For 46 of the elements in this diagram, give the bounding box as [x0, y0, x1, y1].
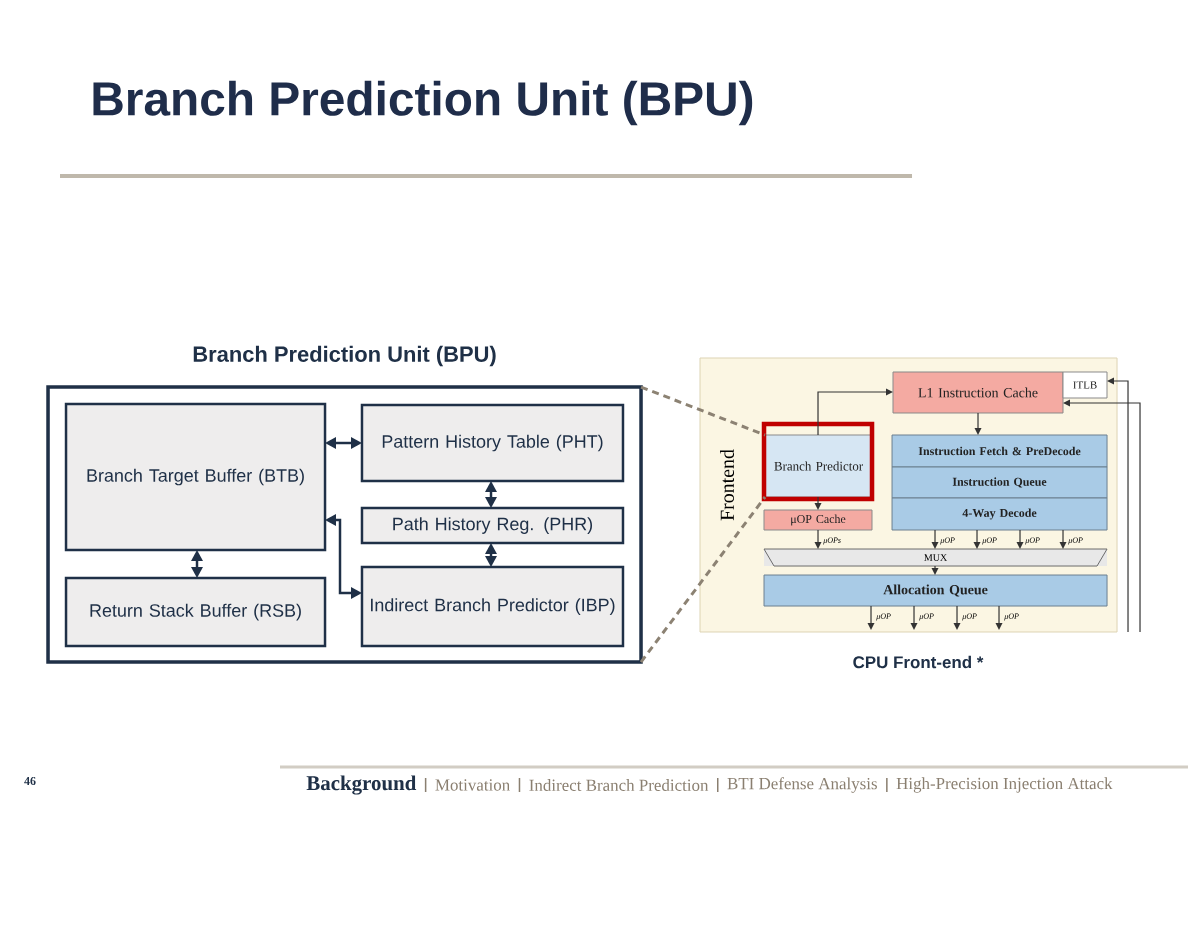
block-box: Return Stack Buffer (RSB) [64, 576, 327, 648]
arrow [931, 565, 939, 576]
block-box: Path History Reg. (PHR) [360, 506, 625, 545]
block-box: Pattern History Table (PHT) [360, 403, 625, 483]
arrow [910, 605, 918, 630]
zoom-line [640, 385, 766, 437]
block-box: ITLB [1062, 371, 1108, 399]
block-box: μOP Cache [763, 509, 873, 531]
block-box: Branch Predictor [764, 434, 873, 498]
block-box: Instruction Queue [891, 466, 1108, 499]
footer-nav-item: High-Precision Injection Attack [896, 777, 1113, 793]
arrow [191, 550, 203, 578]
arrow [485, 543, 497, 568]
page-number: 46 [24, 777, 36, 785]
arrow [1107, 377, 1129, 633]
block-box: Allocation Queue [763, 574, 1108, 607]
arrow [974, 412, 982, 435]
block-box: L1 Instruction Cache [892, 371, 1064, 414]
slide-title: Branch Prediction Unit (BPU) [93, 80, 753, 126]
arrow [325, 514, 362, 599]
block-box: 4-Way Decode [891, 497, 1108, 531]
footer-nav-item: BTI Defense Analysis [727, 777, 877, 793]
arrow [814, 529, 822, 550]
block-box: Instruction Fetch & PreDecode [891, 434, 1108, 468]
arrow [1063, 399, 1141, 633]
panel-heading: Branch Prediction Unit (BPU) [193, 345, 496, 367]
arrow [953, 605, 961, 630]
block-box: Indirect Branch Predictor (IBP) [360, 565, 625, 648]
arrow [485, 481, 497, 509]
frontend-label: Frontend [720, 449, 734, 521]
arrow [995, 605, 1003, 630]
arrow [1059, 529, 1067, 550]
arrow [931, 529, 939, 550]
footer-nav-item: Motivation [435, 779, 510, 791]
footer-nav-item: Indirect Branch Prediction [529, 779, 709, 791]
arrow [814, 496, 822, 510]
figure-caption: CPU Front-end * [853, 655, 984, 669]
zoom-line [639, 496, 767, 663]
arrow [1016, 529, 1024, 550]
block-box: Branch Target Buffer (BTB) [64, 402, 327, 552]
arrow [867, 605, 875, 630]
arrow [973, 529, 981, 550]
arrow [817, 388, 893, 436]
mux-trapezoid: MUX [763, 548, 1108, 567]
footer-nav-item: Background [306, 775, 417, 795]
arrow [325, 437, 362, 449]
